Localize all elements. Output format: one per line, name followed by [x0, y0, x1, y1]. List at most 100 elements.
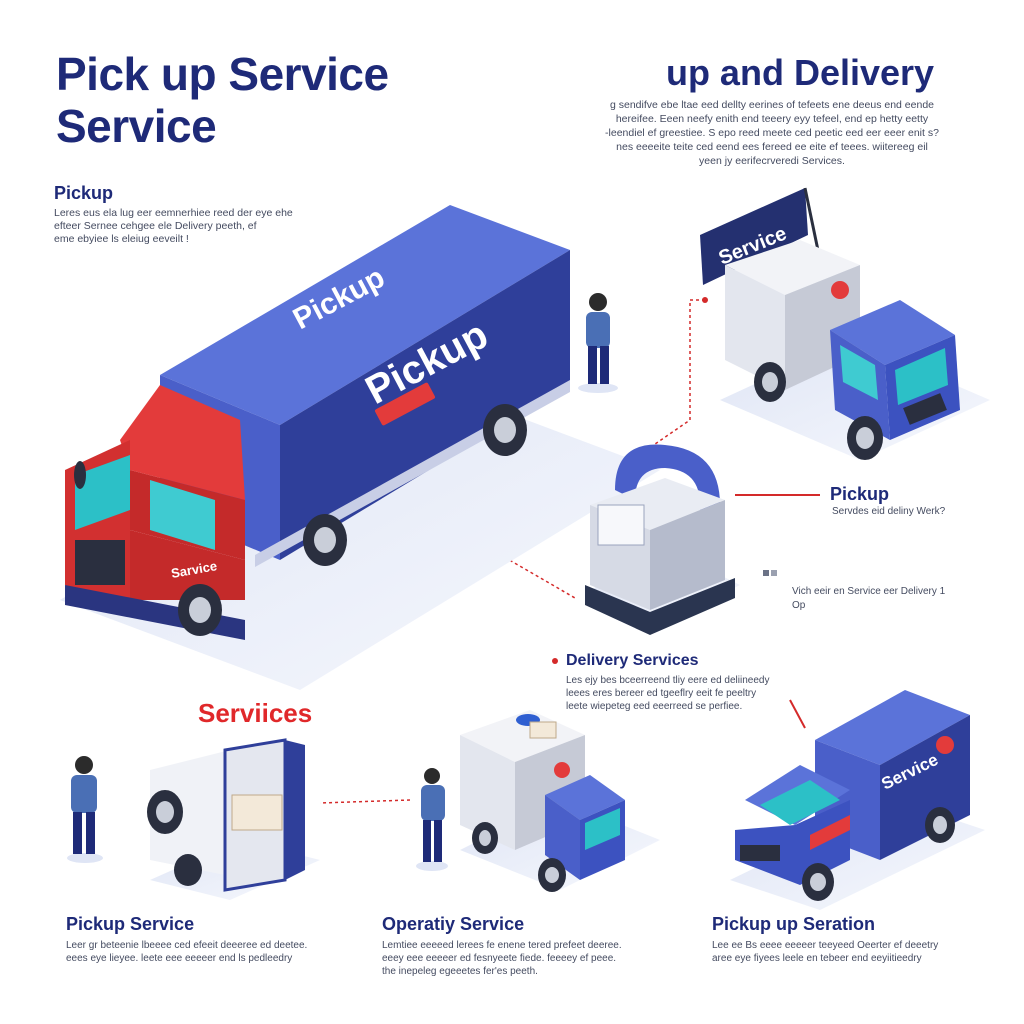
person-shadow [416, 861, 448, 871]
bottom-paragraph-line: Lee ee Bs eeee eeeeer teeyeed Oeerter ef… [712, 940, 939, 951]
cab-grille [75, 540, 125, 585]
right-intro-line: g sendifve ebe ltae eed dellty eerines o… [610, 99, 934, 111]
wheel-hub [933, 816, 947, 834]
person-standing [578, 293, 618, 393]
cab-windshield [75, 455, 130, 530]
person-leg [434, 820, 442, 862]
side-mirror [74, 461, 86, 489]
pickup-paragraph-line: eme ebyiee ls eleiug eeveilt ! [54, 233, 189, 245]
person-head [424, 768, 440, 784]
box-top [815, 690, 970, 765]
cab-roof [830, 300, 955, 365]
wheel-hub [545, 867, 559, 883]
trailer-badge [374, 382, 436, 426]
pickup-paragraph-line: efteer Sernee cehgee ele Delivery peeth,… [54, 220, 257, 232]
page-title-line-1: Pick up Service [56, 48, 389, 100]
wheel-hub [856, 427, 874, 449]
delivery-paragraph-line: leees eres bereer ed tgeeflry eeit fe pe… [566, 688, 757, 699]
wheel-hub [479, 830, 491, 846]
person-head [589, 293, 607, 311]
kiosk-arch [615, 444, 720, 520]
bottom-paragraph-operatiy-service: Lemtiee eeeeed lerees fe enene tered pre… [382, 939, 672, 978]
wheel-hub [156, 801, 174, 823]
cab-grille [903, 393, 947, 425]
pickup-heading: Pickup [54, 183, 114, 203]
delivery-services-heading: Delivery Services [566, 652, 699, 669]
wheel-hub [314, 527, 336, 553]
connector-line [609, 299, 705, 476]
cab-side-window [150, 480, 215, 550]
cargo-boxes [231, 794, 283, 831]
cab-stripe [810, 815, 850, 850]
service-caption-right: Vich eeir en Service eer Delivery 1 Op [792, 585, 945, 613]
page-title-line-2: Service [56, 100, 217, 152]
cab-windshield [760, 780, 840, 825]
pickup-paragraph: Leres eus ela lug eer eemnerhiee reed de… [54, 207, 324, 246]
pickup-sub-right: Servdes eid deliny Werk? [832, 506, 946, 517]
cab-door [130, 530, 245, 600]
person-leg [600, 346, 609, 384]
person-torso [586, 312, 610, 348]
box-truck-scene [416, 710, 660, 892]
right-intro-line: hereifee. Eeen neefy enith end teeery ey… [615, 113, 929, 125]
box-top [725, 240, 860, 295]
person-shadow [67, 853, 103, 863]
cab-windshield [585, 808, 620, 850]
connector-line [319, 799, 411, 804]
service-caption-line: Op [792, 600, 806, 611]
trailer-roof [160, 205, 570, 425]
service-truck-bottom-right: Service [730, 690, 985, 910]
person-leg [588, 346, 597, 384]
box-logo [554, 762, 570, 778]
kiosk-packages [597, 504, 645, 546]
box-logo [936, 736, 954, 754]
wheel [174, 854, 202, 886]
small-mark [763, 570, 769, 576]
cab-roof [545, 775, 625, 820]
cab-roof [120, 385, 245, 500]
connector-line [789, 699, 806, 729]
person-torso [421, 785, 445, 821]
wheel-hub [762, 372, 778, 392]
open-van-scene [67, 738, 320, 900]
person-head [75, 756, 93, 774]
bottom-paragraph-line: Lemtiee eeeeed lerees fe enene tered pre… [382, 940, 622, 951]
wheel-hub [494, 417, 516, 443]
delivery-kiosk [585, 444, 740, 635]
trailer-side [280, 250, 570, 560]
delivery-services-paragraph: Les ejy bes bceerreend tliy eere ed deli… [566, 674, 816, 713]
cab-side-window [840, 345, 878, 400]
bottom-paragraph-line: the inepeleg egeeetes fer'es peeth. [382, 966, 538, 977]
bottom-paragraph-line: Leer gr beteenie lbeeee ced efeeit deeer… [66, 940, 308, 951]
bottom-heading-pickup-service: Pickup Service [66, 914, 195, 934]
kiosk-base [585, 578, 735, 635]
connector-dot [702, 297, 708, 303]
delivery-paragraph-line: leete wiepeteg eed eeerreed se perfiee. [566, 701, 743, 712]
services-heading: Serviices [198, 698, 313, 728]
big-pickup-truck: Pickup Pickup Sarvice [60, 205, 660, 690]
bottom-paragraph-line: eees eye lieyee. leete eee eeeeer end ls… [66, 953, 293, 964]
person-leg [86, 812, 95, 854]
right-intro-line: nes eeeeite teite ced eend ees fereed ee… [616, 141, 928, 153]
box-left [460, 735, 515, 850]
small-mark [771, 570, 777, 576]
package [529, 721, 557, 739]
bullet-dot [552, 658, 558, 664]
service-truck-top-right: Service [700, 187, 990, 460]
pickup-label-right: Pickup [830, 484, 890, 504]
kiosk-right [650, 500, 725, 610]
cab-windshield [895, 348, 948, 405]
box-logo [831, 281, 849, 299]
right-intro-paragraph: g sendifve ebe ltae eed dellty eerines o… [582, 98, 962, 168]
wheel-hub [810, 873, 826, 891]
van-door-edge [285, 740, 305, 880]
person-leg [73, 812, 82, 854]
right-intro-line: -leendiel ef greestiee. S epo reed meete… [605, 127, 939, 139]
bottom-heading-operatiy-service: Operatiy Service [382, 914, 525, 934]
person-shadow [578, 383, 618, 393]
bottom-paragraph-pickup-up-seration: Lee ee Bs eeee eeeeer teeyeed Oeerter ef… [712, 939, 1002, 965]
bottom-paragraph-line: eeey eee eeeeer ed fesnyeete fiede. feee… [382, 953, 617, 964]
service-caption-line: Vich eeir en Service eer Delivery 1 [792, 586, 946, 597]
cab-grille [740, 845, 780, 861]
pickup-paragraph-line: Leres eus ela lug eer eemnerhiee reed de… [54, 207, 293, 219]
